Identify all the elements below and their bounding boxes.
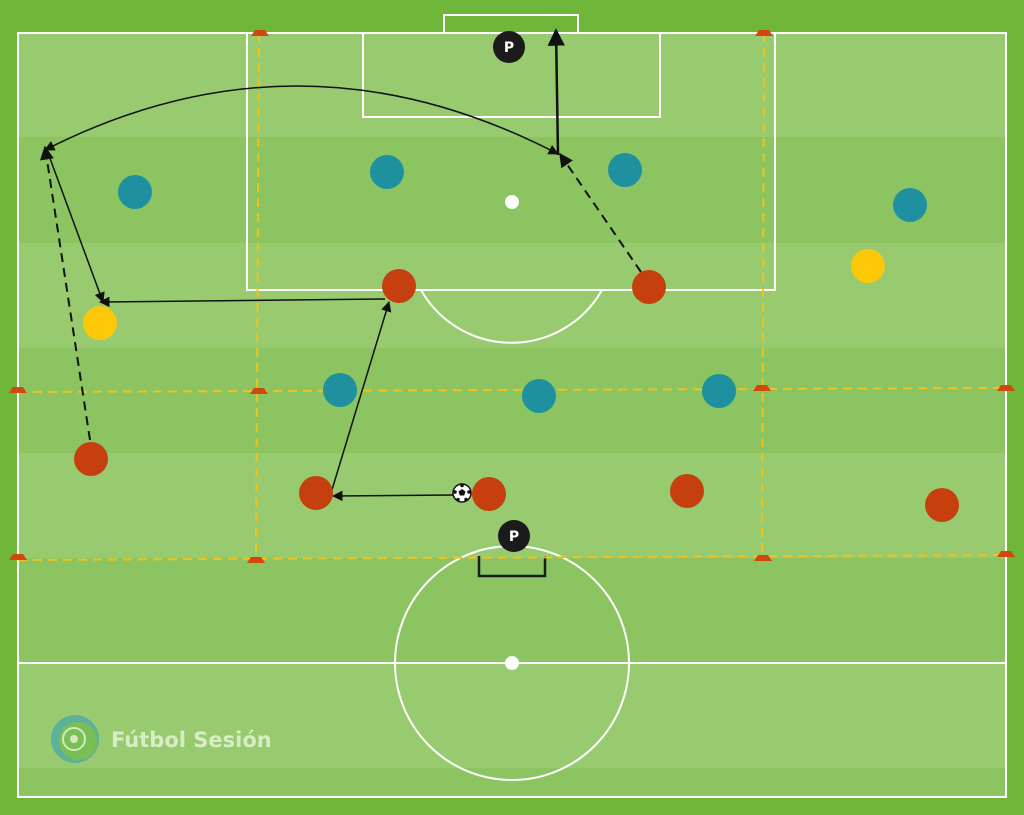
grass-stripe bbox=[18, 137, 1006, 243]
goalkeeper-bottom: P bbox=[498, 520, 530, 552]
grass-stripe bbox=[18, 663, 1006, 768]
cones bbox=[9, 30, 1015, 563]
pass-to-yellow-b bbox=[98, 296, 386, 308]
run-arrow-right bbox=[559, 152, 642, 273]
pass-back bbox=[331, 490, 456, 502]
grass-stripe bbox=[18, 243, 1006, 348]
pass-to-yellow-a bbox=[47, 152, 105, 303]
cone-marker bbox=[754, 555, 772, 561]
grass-stripe bbox=[18, 348, 1006, 453]
blue-player bbox=[323, 373, 357, 407]
run-arrow-left bbox=[39, 145, 91, 441]
cone-marker bbox=[9, 387, 27, 393]
blue-player bbox=[608, 153, 642, 187]
blue-player bbox=[118, 175, 152, 209]
zone-lines bbox=[17, 32, 1007, 561]
penalty-arc bbox=[420, 289, 603, 344]
red-player bbox=[382, 269, 416, 303]
blue-player bbox=[370, 155, 404, 189]
cone-marker bbox=[753, 385, 771, 391]
cone-marker bbox=[997, 551, 1015, 557]
soccer-ball-logo-icon bbox=[51, 715, 99, 763]
soccer-ball-icon bbox=[452, 483, 472, 503]
goalkeeper-top-label: P bbox=[504, 40, 514, 56]
grass-stripes bbox=[18, 33, 1006, 797]
goalkeeper-top: P bbox=[493, 31, 525, 63]
cone-marker bbox=[755, 30, 773, 36]
red-player bbox=[670, 474, 704, 508]
players bbox=[74, 153, 959, 522]
goalkeeper-bottom-marker bbox=[498, 520, 530, 552]
cone-marker bbox=[9, 554, 27, 560]
zone-line-right bbox=[761, 32, 765, 559]
red-player bbox=[925, 488, 959, 522]
pass-up bbox=[330, 300, 392, 494]
goalkeeper-bottom-label: P bbox=[509, 529, 519, 545]
goalkeeper-top-marker bbox=[493, 31, 525, 63]
cone-marker bbox=[251, 30, 269, 36]
mini-goal bbox=[477, 556, 547, 578]
shot-arrow bbox=[547, 28, 566, 156]
red-player bbox=[74, 442, 108, 476]
yellow-neutral-player bbox=[851, 249, 885, 283]
center-spot bbox=[505, 656, 519, 670]
penalty-spot bbox=[505, 195, 519, 209]
zone-line-left bbox=[255, 32, 260, 561]
grass-stripe bbox=[18, 768, 1006, 797]
cone-marker bbox=[247, 557, 265, 563]
yellow-neutral-player bbox=[83, 306, 117, 340]
cone-marker bbox=[250, 388, 268, 394]
red-player bbox=[632, 270, 666, 304]
grass-stripe bbox=[18, 558, 1006, 663]
blue-player bbox=[893, 188, 927, 222]
brand-watermark: Fútbol Sesión bbox=[51, 715, 272, 763]
long-pass-arc bbox=[44, 85, 559, 155]
cone-marker bbox=[997, 385, 1015, 391]
movement-arrows bbox=[39, 28, 642, 502]
blue-player bbox=[522, 379, 556, 413]
blue-player bbox=[702, 374, 736, 408]
red-player bbox=[472, 477, 506, 511]
red-player bbox=[299, 476, 333, 510]
brand-name: Fútbol Sesión bbox=[111, 728, 272, 752]
